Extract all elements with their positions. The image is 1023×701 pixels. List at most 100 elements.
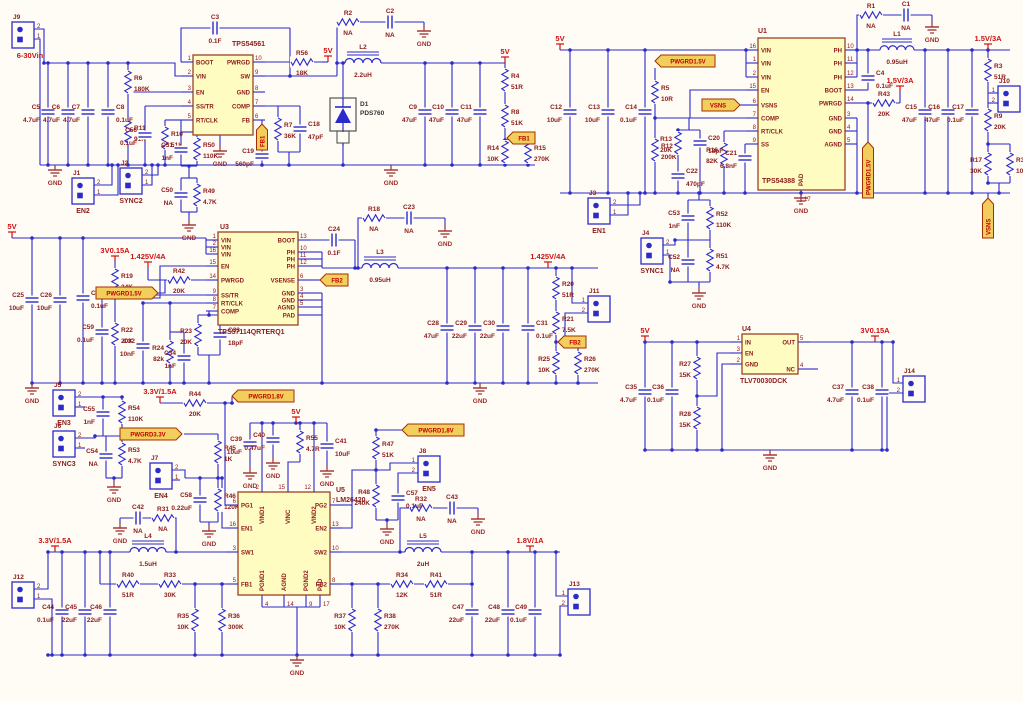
svg-text:OUT: OUT xyxy=(782,340,795,346)
resistor-R39: R39100R xyxy=(1004,152,1023,176)
gnd-symbol: GND xyxy=(243,468,258,490)
svg-text:1nF: 1nF xyxy=(164,363,176,370)
svg-text:30K: 30K xyxy=(970,168,982,175)
svg-text:C20: C20 xyxy=(708,135,720,142)
svg-text:C37: C37 xyxy=(832,384,844,391)
svg-text:15K: 15K xyxy=(679,422,691,429)
svg-text:NA: NA xyxy=(901,25,911,32)
svg-text:VIND2: VIND2 xyxy=(312,506,318,524)
svg-text:270K: 270K xyxy=(534,156,550,163)
svg-text:22uF: 22uF xyxy=(62,617,77,624)
svg-text:10: 10 xyxy=(300,246,307,252)
svg-text:TPS57114QRTERQ1: TPS57114QRTERQ1 xyxy=(218,329,285,336)
svg-text:R8: R8 xyxy=(511,109,520,116)
svg-text:R4: R4 xyxy=(511,73,520,80)
svg-text:C49: C49 xyxy=(515,604,527,611)
svg-text:GND: GND xyxy=(282,291,296,297)
svg-text:0.1F: 0.1F xyxy=(208,38,221,45)
svg-text:10K: 10K xyxy=(538,367,550,374)
gnd-symbol: GND xyxy=(925,22,940,44)
gnd-symbol: GND xyxy=(692,288,707,310)
svg-text:2: 2 xyxy=(78,392,82,398)
svg-text:1: 1 xyxy=(582,298,586,304)
svg-text:1: 1 xyxy=(97,190,101,196)
svg-text:1.425V/4A: 1.425V/4A xyxy=(130,252,166,261)
svg-text:C24: C24 xyxy=(328,226,340,233)
svg-text:R15: R15 xyxy=(534,145,546,152)
svg-text:FB2: FB2 xyxy=(316,582,328,588)
svg-text:R25: R25 xyxy=(538,356,550,363)
svg-text:10K: 10K xyxy=(334,624,346,631)
svg-text:5V: 5V xyxy=(323,46,332,55)
svg-text:D1: D1 xyxy=(360,101,369,108)
svg-text:15: 15 xyxy=(749,84,756,90)
svg-text:2: 2 xyxy=(897,388,901,394)
svg-text:1: 1 xyxy=(213,234,217,240)
svg-text:9: 9 xyxy=(255,70,259,76)
svg-text:1.5V/3A: 1.5V/3A xyxy=(886,76,914,85)
svg-text:R22: R22 xyxy=(121,327,133,334)
svg-text:GND: GND xyxy=(438,241,453,248)
svg-text:R31: R31 xyxy=(157,506,169,513)
svg-text:R32: R32 xyxy=(415,496,427,503)
svg-text:R2: R2 xyxy=(344,10,353,17)
svg-text:NA: NA xyxy=(385,32,395,39)
svg-text:C46: C46 xyxy=(90,604,102,611)
svg-text:TPS54561: TPS54561 xyxy=(232,41,265,48)
svg-text:C59: C59 xyxy=(82,324,94,331)
gnd-symbol: GND xyxy=(202,526,217,548)
svg-text:16: 16 xyxy=(229,522,236,528)
svg-text:1.425V/4A: 1.425V/4A xyxy=(530,252,566,261)
svg-text:EN3: EN3 xyxy=(57,420,71,427)
svg-text:4: 4 xyxy=(188,100,192,106)
svg-text:10: 10 xyxy=(847,44,854,50)
svg-text:6-30Vin: 6-30Vin xyxy=(17,51,44,60)
svg-text:4.7uF: 4.7uF xyxy=(63,117,80,124)
svg-text:R24: R24 xyxy=(152,345,164,352)
svg-text:VIND1: VIND1 xyxy=(260,506,266,524)
svg-text:C31: C31 xyxy=(536,320,548,327)
svg-text:1: 1 xyxy=(753,57,757,63)
svg-text:5V: 5V xyxy=(555,34,564,43)
svg-text:82K: 82K xyxy=(706,158,718,165)
svg-text:R45: R45 xyxy=(224,445,236,452)
power-label-5v: 5V xyxy=(291,407,301,423)
net-flag-pwgrd1-5v: PWGRD1.5V xyxy=(95,286,159,300)
svg-text:BOOT: BOOT xyxy=(278,238,296,244)
svg-text:FB1: FB1 xyxy=(241,582,253,588)
svg-text:C19: C19 xyxy=(242,148,254,155)
svg-text:NA: NA xyxy=(671,267,681,274)
svg-text:18K: 18K xyxy=(296,70,308,77)
svg-text:2: 2 xyxy=(613,200,617,206)
svg-text:110K: 110K xyxy=(128,416,143,423)
svg-text:C8: C8 xyxy=(116,104,125,111)
svg-text:R16: R16 xyxy=(706,147,718,154)
svg-text:R41: R41 xyxy=(430,572,442,579)
svg-text:51R: 51R xyxy=(511,84,523,91)
svg-text:15: 15 xyxy=(278,485,285,491)
svg-text:0.1uF: 0.1uF xyxy=(857,397,874,404)
svg-text:C55: C55 xyxy=(83,406,95,413)
ic-lm26420: 6PG116EN13SW15FB17PG213EN210SW28FB22VIND… xyxy=(226,480,366,608)
